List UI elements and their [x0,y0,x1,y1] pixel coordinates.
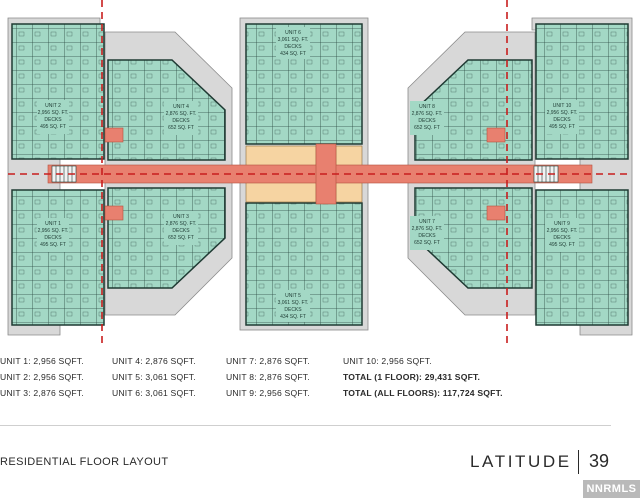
section-lines [8,0,630,343]
page-title: RESIDENTIAL FLOOR LAYOUT [0,456,169,468]
brand-name: LATITUDE [470,452,572,471]
summary-unit7: UNIT 7: 2,876 SQFT. [226,356,310,366]
summary-unit10: UNIT 10: 2,956 SQFT. [343,356,432,366]
summary-unit5: UNIT 5: 3,061 SQFT. [112,372,196,382]
summary-total-one-floor: TOTAL (1 FLOOR): 29,431 SQFT. [343,372,481,382]
summary-unit3: UNIT 3: 2,876 SQFT. [0,388,84,398]
summary-unit1: UNIT 1: 2,956 SQFT. [0,356,84,366]
summary-unit9: UNIT 9: 2,956 SQFT. [226,388,310,398]
watermark-logo: NNRMLS [583,480,640,498]
amenity-areas [245,145,363,203]
page-number: 39 [589,451,610,471]
summary-total-all-floors: TOTAL (ALL FLOORS): 117,724 SQFT. [343,388,503,398]
summary-unit2: UNIT 2: 2,956 SQFT. [0,372,84,382]
summary-unit6: UNIT 6: 3,061 SQFT. [112,388,196,398]
divider [0,425,611,426]
brand-divider [578,450,579,474]
summary-unit4: UNIT 4: 2,876 SQFT. [112,356,196,366]
summary-unit8: UNIT 8: 2,876 SQFT. [226,372,310,382]
